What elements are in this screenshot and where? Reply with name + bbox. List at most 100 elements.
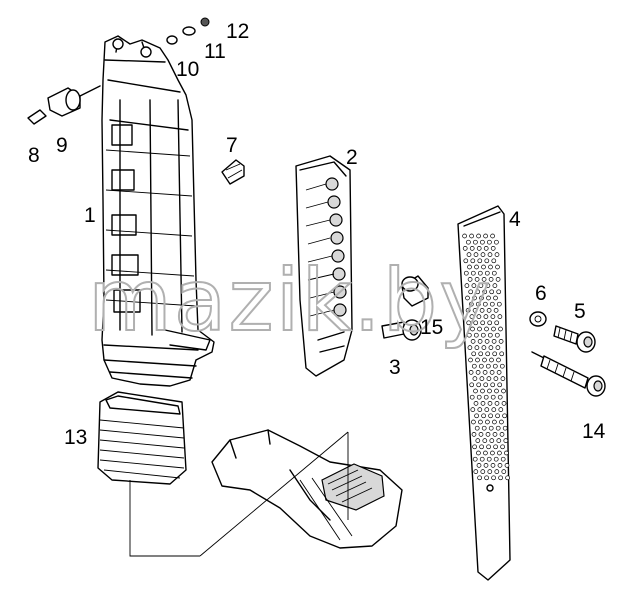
callout-13: 13 — [64, 426, 87, 449]
perforation-hole — [497, 382, 503, 388]
perforation-hole — [492, 419, 497, 425]
perforation-hole — [498, 407, 504, 412]
perforation-hole — [471, 419, 476, 425]
perforation-hole — [490, 246, 496, 251]
perforation-hole — [501, 401, 507, 406]
callout-11: 11 — [204, 40, 226, 63]
panel-perforations — [462, 233, 510, 481]
perforation-hole — [484, 270, 490, 276]
perforation-hole — [483, 382, 489, 388]
perforation-hole — [497, 394, 503, 400]
callout-14: 14 — [582, 420, 606, 443]
perforation-hole — [480, 332, 486, 338]
perforation-hole — [477, 407, 483, 412]
perforation-hole — [487, 469, 493, 474]
perforation-hole — [475, 301, 481, 307]
perforation-hole — [469, 314, 475, 319]
perforation-hole — [487, 239, 492, 245]
perforation-hole — [498, 339, 504, 344]
perforation-hole — [490, 450, 495, 456]
perforation-hole — [500, 456, 506, 462]
perforation-hole — [482, 301, 488, 307]
perforation-hole — [494, 252, 500, 257]
perforation-hole — [484, 326, 489, 332]
perforation-hole — [468, 301, 474, 307]
perforation-hole — [470, 326, 475, 332]
perforation-hole — [472, 444, 477, 450]
callout-7: 7 — [226, 134, 238, 157]
part-10-12-fasteners — [166, 17, 210, 45]
perforation-hole — [473, 332, 479, 338]
callout-8: 8 — [28, 144, 40, 167]
perforation-hole — [470, 258, 476, 264]
perforation-hole — [484, 339, 490, 344]
perforation-hole — [472, 456, 478, 462]
callout-3: 3 — [389, 356, 401, 379]
callout-5: 5 — [574, 300, 586, 323]
perforation-hole — [494, 469, 500, 474]
perforation-hole — [471, 351, 477, 357]
perforation-hole — [490, 463, 496, 468]
part-4-perforated-panel — [457, 205, 511, 581]
callout-labels: 1 2 3 4 5 6 7 8 9 10 11 12 13 14 15 — [28, 20, 606, 449]
perforation-hole — [479, 376, 485, 381]
perforation-hole — [489, 301, 495, 307]
callout-12: 12 — [226, 20, 249, 43]
part-15-cylinder — [401, 275, 429, 307]
perforation-hole — [487, 332, 493, 338]
perforation-hole — [475, 438, 481, 443]
perforation-hole — [486, 376, 492, 381]
perforation-hole — [482, 370, 488, 375]
perforation-hole — [481, 413, 486, 419]
perforation-hole — [503, 438, 509, 443]
perforation-hole — [473, 252, 479, 257]
perforation-hole — [488, 425, 494, 431]
perforation-hole — [476, 450, 481, 456]
perforation-hole — [492, 283, 498, 288]
perforation-hole — [472, 376, 478, 381]
perforation-hole — [494, 239, 499, 245]
perforation-hole — [498, 475, 503, 481]
perforation-hole — [472, 308, 478, 313]
perforation-hole — [504, 463, 510, 468]
perforation-hole — [471, 283, 477, 288]
part-1-housing — [101, 35, 215, 387]
perforation-hole — [474, 277, 480, 282]
perforation-hole — [499, 351, 505, 357]
perforation-hole — [482, 357, 487, 363]
perforation-hole — [466, 320, 472, 326]
perforation-hole — [479, 444, 484, 450]
lower-cutaway-assembly — [211, 429, 403, 549]
perforation-hole — [467, 277, 473, 282]
perforation-hole — [480, 401, 486, 406]
perforation-hole — [487, 388, 492, 394]
perforation-hole — [466, 239, 471, 245]
perforation-hole — [494, 320, 500, 326]
perforation-hole — [470, 270, 476, 276]
perforation-hole — [483, 246, 489, 251]
perforation-hole — [494, 401, 500, 406]
perforation-hole — [494, 388, 499, 394]
perforation-hole — [486, 456, 492, 462]
perforation-hole — [490, 382, 496, 388]
bracket-lines — [129, 431, 349, 557]
part-14-long-bolt — [531, 351, 606, 397]
perforation-hole — [493, 308, 499, 313]
perforation-hole — [478, 283, 484, 288]
perforation-hole — [474, 264, 479, 270]
perforation-hole — [470, 407, 476, 412]
perforation-hole — [485, 432, 491, 437]
perforation-hole — [473, 388, 478, 394]
perforation-hole — [488, 264, 493, 270]
perforation-hole — [477, 339, 483, 344]
perforation-hole — [472, 295, 477, 301]
perforation-hole — [474, 413, 479, 419]
perforation-hole — [476, 394, 482, 400]
perforation-hole — [463, 258, 469, 264]
perforation-hole — [498, 326, 503, 332]
perforation-hole — [482, 438, 488, 443]
callout-10: 10 — [176, 58, 199, 81]
perforation-hole — [465, 295, 470, 301]
perforation-hole — [483, 233, 488, 239]
perforation-hole — [499, 432, 505, 437]
